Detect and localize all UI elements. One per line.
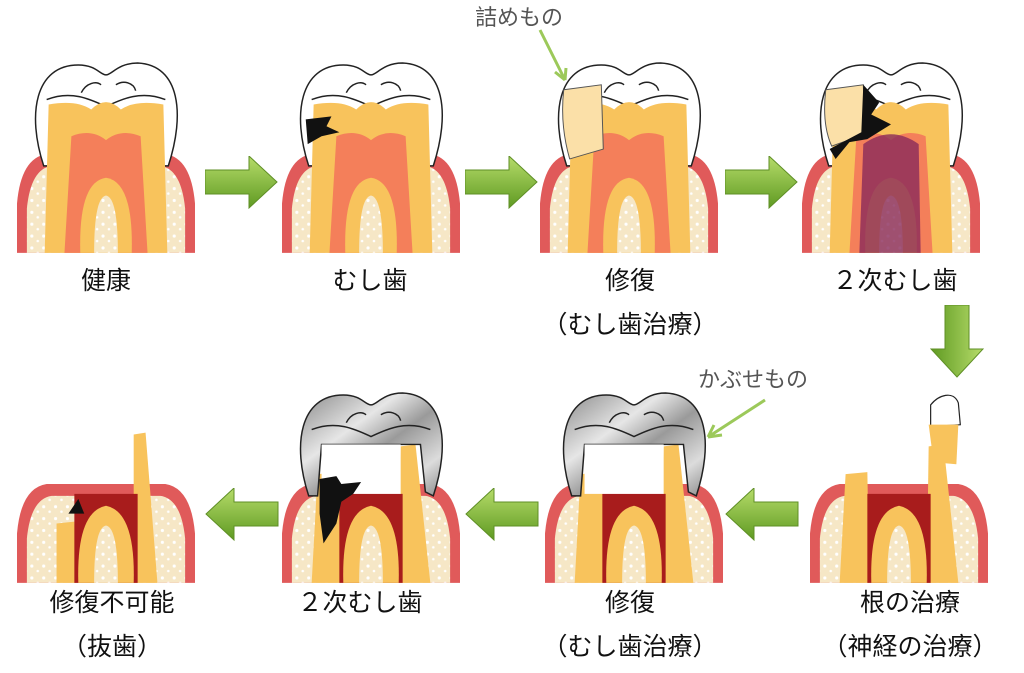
annotation-crown: かぶせもの [698, 368, 809, 393]
stage-label: 根の治療 [859, 588, 960, 617]
arrow-left-icon [465, 488, 539, 541]
stage-label: ２次むし歯 [832, 266, 958, 295]
stage-label: 健康 [80, 266, 131, 295]
arrow-down-icon [930, 305, 984, 378]
stage-label: ２次むし歯 [297, 588, 423, 617]
stage-label: 修復不可能 [49, 588, 175, 617]
tooth-root-canal [810, 394, 988, 583]
tooth-unrepairable [17, 432, 195, 583]
annotation-filling: 詰めもの [475, 6, 564, 31]
tooth-crowned-secondary-cavity [282, 385, 460, 583]
arrow-right-icon [725, 156, 798, 209]
tooth-secondary-cavity [802, 55, 980, 253]
tooth-crowned [545, 385, 723, 583]
stage-sublabel: （むし歯治療） [542, 632, 718, 661]
arrow-right-icon [465, 156, 538, 209]
tooth-filled [540, 55, 718, 253]
stage-label: むし歯 [332, 266, 408, 295]
pointer-arrow-icon [706, 398, 766, 439]
pointer-arrow-icon [538, 29, 568, 82]
arrow-right-icon [205, 156, 278, 209]
arrow-left-icon [725, 488, 799, 541]
stage-label: 修復 [604, 588, 655, 617]
stage-sublabel: （神経の治療） [822, 632, 998, 661]
stage-sublabel: （むし歯治療） [542, 310, 718, 339]
stage-label: 修復 [604, 266, 655, 295]
arrow-left-icon [205, 488, 279, 541]
tooth-healthy [17, 55, 195, 253]
tooth-cavity [282, 55, 460, 253]
stage-sublabel: （抜歯） [61, 632, 162, 661]
